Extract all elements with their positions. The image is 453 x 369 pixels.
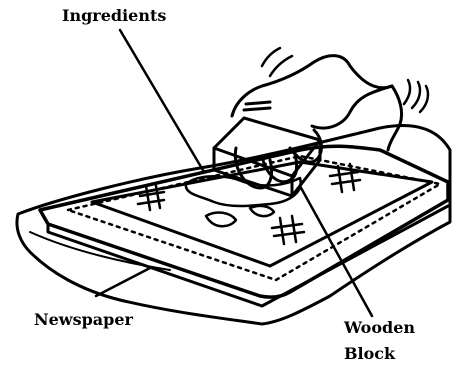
block-label: Block [344,346,395,362]
ingredients-pointer [120,30,204,172]
newspaper-label: Newspaper [34,312,133,328]
motion-marks [262,48,428,112]
wooden-label: Wooden [344,320,415,336]
ingredients-label: Ingredients [62,8,166,24]
newspaper-pointer [96,268,150,296]
